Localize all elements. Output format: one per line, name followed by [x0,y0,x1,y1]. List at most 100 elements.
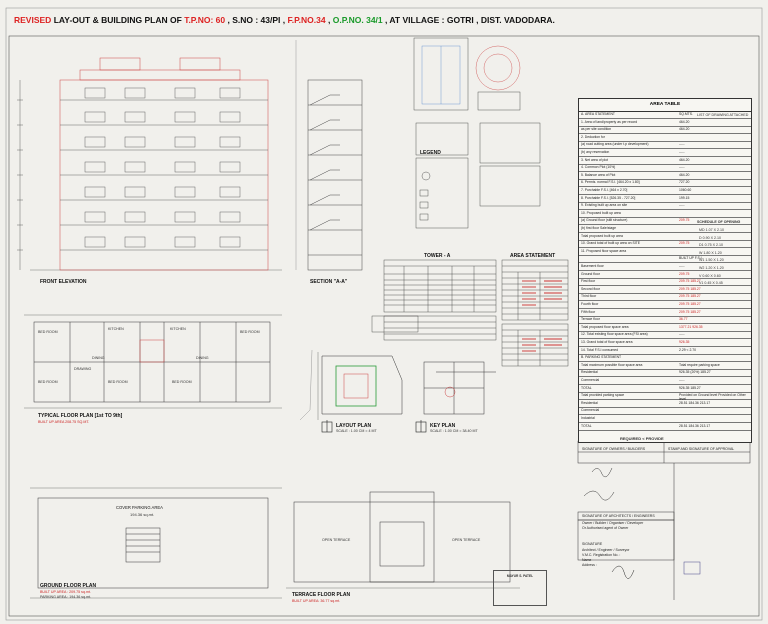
ground-floor-label: GROUND FLOOR PLAN [40,583,97,589]
area-table-key: Total proposed built up area [581,233,623,238]
area-table-row: 6. Permis. normal F.S.I. [464.20 x 1.80]… [579,179,751,188]
area-table-row: Basement floor----- [579,263,751,271]
schedule-of-opening-header: SCHEDULE OF OPENING [697,220,741,224]
area-table-value: 209.75 185.27 [679,302,701,306]
area-table-row: 7. Purchable F.S.I. [464 x 2.70]1060.60 [579,187,751,195]
area-table-row: (b) any reservation ----- [579,149,751,157]
area-table-row: Commercial----- [579,377,751,385]
authorised-line: Or Authorised agent of Owner [582,526,629,530]
section-aa-drawing [295,40,363,271]
typical-floor-sub: BUILT UP AREA 208.75 SQ.MT. [38,420,90,424]
layout-plan-label: LAYOUT PLAN [336,423,372,429]
name-line: Name [582,558,592,562]
opening-row: W2 1.20 X 1.20 [699,266,724,270]
area-table-value: 209.75 185.27 [679,294,701,299]
opening-row: W 1.80 X 1.20 [699,250,722,255]
area-table-value: ----- [679,378,685,382]
area-table-key: 12. Total existing floor space area (FSI… [581,332,648,337]
area-table-key: (a) Ground floor (stilt structure) [581,218,628,223]
room-label: BED ROOM [38,380,58,384]
area-table-value: 464.20 [679,127,690,132]
area-table-row: Third floor 209.75 185.27 [579,293,751,302]
septic-tank-detail [413,37,521,111]
signature-label: SIGNATURE [582,542,603,546]
area-table-key: 14. Total F.S.I consumed [581,347,619,352]
title-op: O.P.NO. 34/1 [332,15,383,25]
area-table-value: 209.75 185.27 [679,279,701,284]
area-table-key: Third floor [581,294,597,299]
area-table-row: (a) Ground floor (stilt structure) 209.75 [579,217,751,226]
area-table-row: 13. Grand total of floor space area 926.3… [579,339,751,347]
area-table-key: Total proposed floor space area [581,324,629,329]
area-table-key: 6. Permis. normal F.S.I. [464.20 x 1.80] [581,180,640,185]
area-table-key: 11. Proposed floor space area [581,248,627,253]
title-rest: , AT VILLAGE : GOTRI , DIST. VADODARA. [382,15,555,25]
address-line: Address : [582,563,597,567]
area-table-value: 727.20 [679,180,690,185]
area-table-value: ----- [679,203,685,208]
area-table-value: 199.15 [679,195,690,200]
area-table-key: Residential [581,400,598,405]
key-plan-label: KEY PLAN [430,423,456,429]
architect-signature-label: SIGNATURE OF ARCHITECTS / ENGINEERS [582,514,655,518]
area-table-key: 13. Grand total of floor space area [581,340,633,344]
provide-text: PROVIDE [645,436,664,441]
title-tp: T.P.NO: 60 [184,15,226,25]
area-statement-table [501,259,569,367]
title-sep: , [325,15,333,25]
layout-plan-drawing [299,349,403,421]
architect-line: Architect / Engineer / Surveyor [582,548,630,552]
area-table-value: ----- [679,150,685,154]
area-table-value: BUILT UP F.S.I. [679,256,703,261]
area-table-key: 10. Proposed built up area [581,210,621,215]
room-label: BED ROOM [108,380,128,384]
front-elevation-label: FRONT ELEVATION [40,279,87,285]
room-label: BED ROOM [38,330,58,334]
area-table-value: 464.20 [679,157,690,162]
terrace-floor-label: TERRACE FLOOR PLAN [292,592,351,598]
area-table-row: Total proposed built up area [579,233,751,241]
area-table-key: 3. Net area of plot [581,157,608,162]
front-elevation-floors [17,80,268,270]
required-text: REQUIRED [620,436,642,441]
ground-floor-plan-drawing [30,487,282,599]
area-table-value: 464.20 [679,172,690,177]
opening-row: MD 1.07 X 2.10 [699,228,724,232]
opening-row: W1 1.50 X 1.20 [699,258,724,263]
owner-signature-label: SIGNATURE OF OWNERS / BUILDERS [582,447,646,451]
room-label: DRAWING [74,367,92,371]
area-table-value: ----- [679,165,685,170]
architect-stamp: MAYUR S. PATEL [493,570,547,606]
title-main: LAY-OUT & BUILDING PLAN OF [51,15,185,25]
area-table-key: (b) any reservation [581,150,610,154]
area-table-key: 7. Purchable F.S.I. [464 x 2.70] [581,188,628,192]
signature-region-lines [577,440,751,600]
area-table-key: First floor [581,279,596,284]
area-table-value: 926.35 [679,340,690,344]
room-label: DINING [92,356,105,360]
legend-box [415,122,541,229]
room-label: KITCHEN [170,327,186,331]
area-table-key: (b) first floor Sale/stage [581,226,617,230]
area-table-value: ----- [679,142,685,147]
area-table-value: 209.75 [679,218,690,223]
owner-line: Owner / Builder / Organiser / Developer [582,521,644,525]
area-table-key: Ground floor [581,271,600,276]
opening-row: D1 0.75 X 2.10 [699,243,723,248]
area-table-row: Commercial [579,407,751,416]
sheet-title: REVISED LAY-OUT & BUILDING PLAN OF T.P.N… [14,15,555,25]
key-plan-drawing [423,361,496,415]
area-table-value: 209.75 [679,241,690,246]
area-statement-label: AREA STATEMENT [510,253,556,259]
opening-row: D 0.90 X 2.10 [699,235,721,240]
area-statement-red-values [522,280,562,352]
